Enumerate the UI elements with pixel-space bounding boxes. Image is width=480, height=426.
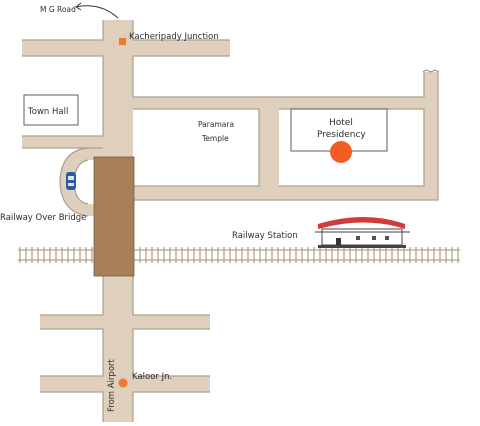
label-from-airport: From Airport — [107, 358, 117, 412]
label-hotel: Hotel — [329, 118, 353, 128]
town-hall-road — [22, 136, 103, 148]
top-road — [22, 40, 230, 56]
bridge-loop-road — [60, 148, 103, 216]
kacheripady-junction-marker — [119, 38, 126, 45]
hotel-presidency-marker — [330, 141, 352, 163]
label-railway-over-bridge: Railway Over Bridge — [0, 213, 86, 223]
road-outlines — [22, 20, 439, 422]
temple-road — [133, 97, 426, 109]
town-hall-box — [23, 94, 79, 126]
label-paramara: Paramara — [198, 120, 234, 129]
curved-arrow-icon — [75, 2, 119, 19]
railway-station-icon — [315, 217, 410, 248]
kaloor-junction-marker — [118, 378, 128, 388]
south-road-upper — [40, 315, 210, 329]
railway-over-bridge — [93, 156, 135, 277]
railway-track — [18, 247, 460, 263]
temple-side-road — [259, 109, 279, 186]
label-kaloor-jn: Kaloor Jn. — [132, 372, 172, 382]
label-mg-road: M G Road — [40, 5, 76, 14]
label-presidency: Presidency — [317, 130, 366, 140]
east-road — [424, 72, 438, 200]
label-temple: Temple — [201, 134, 229, 143]
station-road — [133, 186, 438, 200]
label-railway-station: Railway Station — [232, 231, 298, 241]
label-town-hall: Town Hall — [27, 107, 68, 117]
label-kacheripady-junction: Kacheripady Junction — [129, 32, 219, 42]
road-network — [22, 20, 438, 422]
car-icon — [66, 172, 76, 190]
